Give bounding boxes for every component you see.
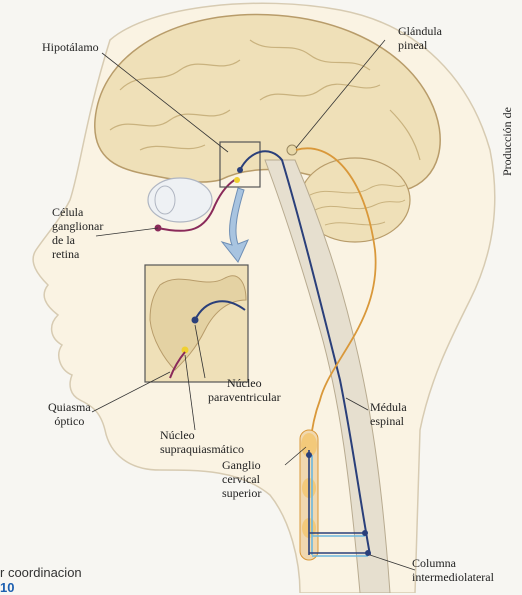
- pineal-gland: [287, 145, 297, 155]
- label-medula-espinal: Médula espinal: [370, 400, 407, 428]
- label-quiasma-optico: Quiasma óptico: [48, 400, 91, 428]
- footer-text: r coordinacion: [0, 566, 82, 580]
- label-columna-intermediolateral: Columna intermediolateral: [412, 556, 494, 584]
- inset-magnified: [145, 265, 248, 382]
- label-produccion: Producción de: [500, 107, 514, 176]
- eye: [148, 178, 212, 222]
- label-nucleo-supraquiasmatico: Núcleo supraquiasmático: [160, 428, 244, 456]
- label-celula-ganglionar: Célula ganglionar de la retina: [52, 205, 103, 261]
- label-hipotalamo: Hipotálamo: [42, 40, 99, 54]
- label-ganglio-cervical: Ganglio cervical superior: [222, 458, 261, 500]
- label-glandula-pineal: Glándula pineal: [398, 24, 442, 52]
- label-nucleo-paraventricular: Núcleo paraventricular: [208, 376, 281, 404]
